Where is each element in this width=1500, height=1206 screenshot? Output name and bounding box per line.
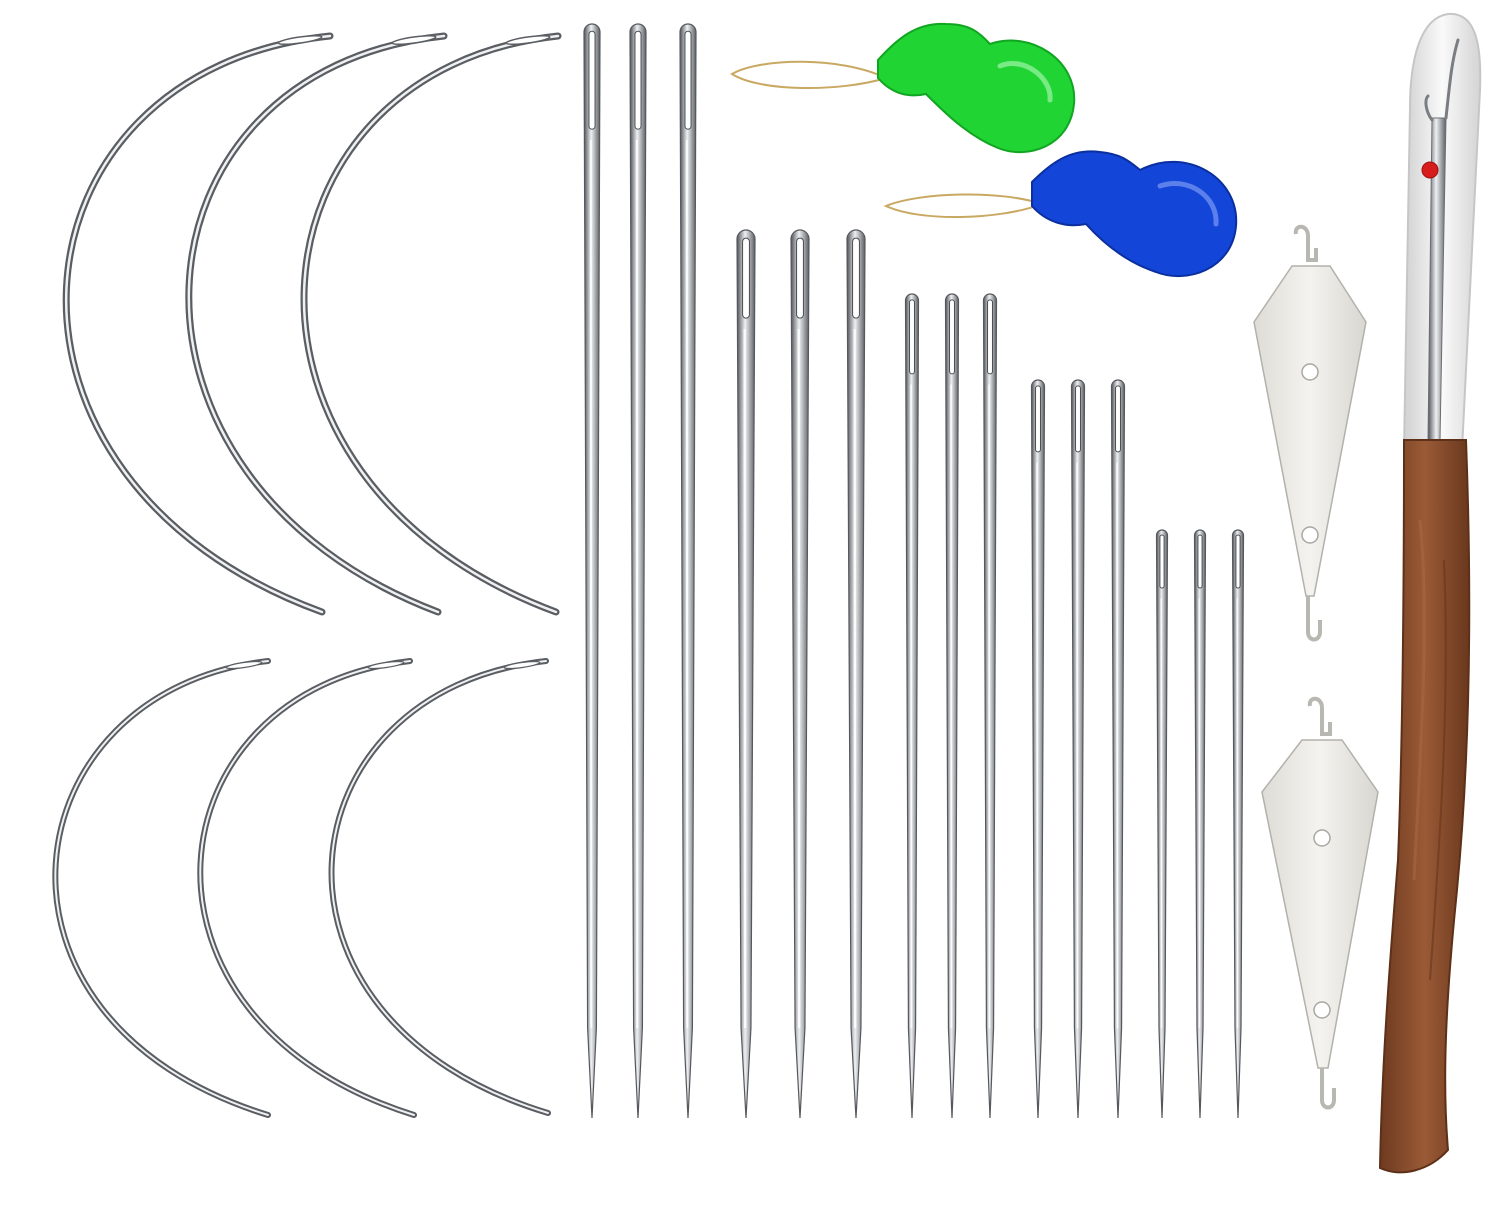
straight-needle-icon: [1231, 529, 1245, 1119]
straight-needle-icon: [944, 293, 960, 1119]
straight-needle-icon: [1070, 379, 1086, 1119]
straight-needle-icon: [846, 229, 866, 1119]
curved-needle-icon: [328, 658, 551, 1116]
straight-needle-icon: [629, 23, 647, 1119]
curved-needles-bottom-row: [52, 658, 551, 1118]
straight-needle-icon: [679, 23, 697, 1119]
straight-needle-icon: [1193, 529, 1207, 1119]
curved-needle-icon: [62, 32, 334, 616]
seam-ripper: [1378, 12, 1482, 1174]
curved-needle-icon: [52, 658, 271, 1118]
curved-needle-icon: [185, 32, 448, 616]
curved-needles-top-row: [62, 32, 562, 616]
straight-needle-icon: [583, 23, 601, 1119]
straight-needle-icon: [1110, 379, 1126, 1119]
blue-wire-threader: [883, 150, 1238, 278]
metal-threader-lower: [1261, 696, 1379, 1110]
straight-needle-icon: [1155, 529, 1169, 1119]
straight-needles-group: [583, 23, 1245, 1119]
metal-threader-upper: [1253, 224, 1367, 642]
straight-needle-icon: [904, 293, 920, 1119]
curved-needle-icon: [197, 658, 417, 1118]
straight-needle-icon: [736, 229, 756, 1119]
curved-needle-icon: [300, 32, 562, 616]
straight-needle-icon: [982, 293, 998, 1119]
green-wire-threader: [730, 22, 1076, 153]
straight-needle-icon: [1030, 379, 1046, 1119]
straight-needle-icon: [790, 229, 810, 1119]
